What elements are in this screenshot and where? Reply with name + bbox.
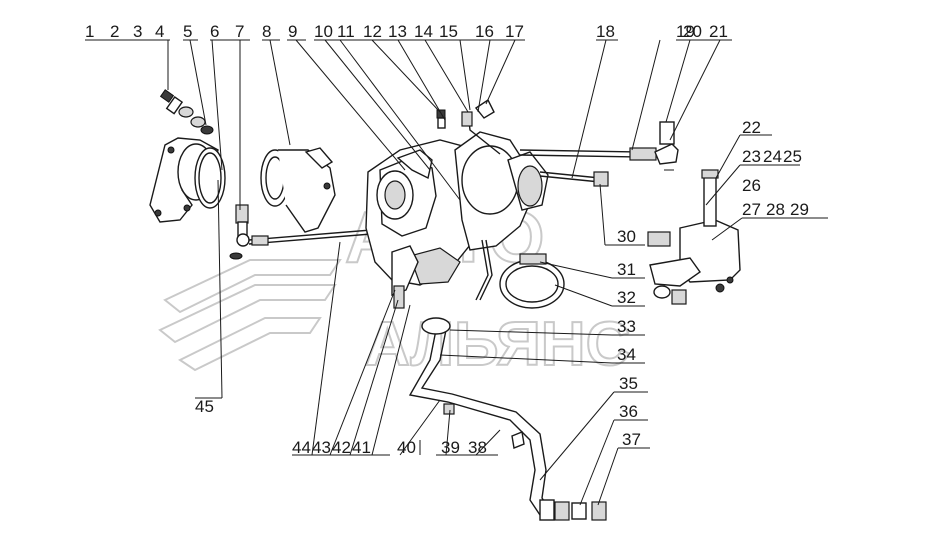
callout-37: 37 — [622, 430, 641, 449]
callout-33: 33 — [617, 317, 636, 336]
callout-44: 44 — [292, 438, 311, 457]
stud-nut — [229, 204, 249, 260]
callout-9: 9 — [288, 22, 297, 41]
callout-43: 43 — [312, 438, 331, 457]
callout-13: 13 — [388, 22, 407, 41]
callout-17: 17 — [505, 22, 524, 41]
callout-20: 20 — [683, 22, 702, 41]
gasket-ring — [194, 147, 226, 209]
callout-16: 16 — [475, 22, 494, 41]
callout-40: 40 — [397, 438, 416, 457]
turbine-housing — [365, 139, 486, 286]
callout-31: 31 — [617, 260, 636, 279]
callout-14: 14 — [414, 22, 433, 41]
callout-41: 41 — [352, 438, 371, 457]
callout-3: 3 — [133, 22, 142, 41]
callout-28: 28 — [766, 200, 785, 219]
watermark-logo-stripes — [158, 259, 342, 372]
oil-return-fitting — [391, 239, 493, 309]
parts — [149, 89, 741, 521]
callout-7: 7 — [235, 22, 244, 41]
callout-34: 34 — [617, 345, 636, 364]
exhaust-elbow — [260, 147, 336, 233]
callout-24: 24 — [763, 147, 782, 166]
callout-36: 36 — [619, 402, 638, 421]
callout-4: 4 — [155, 22, 164, 41]
callout-35: 35 — [619, 374, 638, 393]
callout-29: 29 — [790, 200, 809, 219]
watermark-line2: АЛЬЯНС — [365, 310, 630, 379]
callout-21: 21 — [709, 22, 728, 41]
callout-25: 25 — [783, 147, 802, 166]
callout-5: 5 — [183, 22, 192, 41]
leader-lines — [85, 39, 828, 506]
callout-42: 42 — [332, 438, 351, 457]
callout-22: 22 — [742, 118, 761, 137]
callout-6: 6 — [210, 22, 219, 41]
bolt-washer-stack — [159, 89, 214, 135]
callout-11: 11 — [337, 22, 355, 41]
callout-18: 18 — [596, 22, 615, 41]
callout-30: 30 — [617, 227, 636, 246]
callout-19: 19 — [676, 22, 695, 41]
callout-2: 2 — [110, 22, 119, 41]
hose-fittings — [539, 499, 607, 521]
callout-10: 10 — [314, 22, 333, 41]
callout-1: 1 — [85, 22, 94, 41]
compressor-housing — [436, 98, 549, 251]
callout-15: 15 — [439, 22, 458, 41]
oil-drain-pipe — [408, 317, 607, 521]
actuator-rod — [519, 121, 679, 187]
callout-32: 32 — [617, 288, 636, 307]
callout-23: 23 — [742, 147, 761, 166]
callout-26: 26 — [742, 176, 761, 195]
pipe-clamp — [499, 253, 565, 309]
callout-38: 38 — [468, 438, 487, 457]
callout-45: 45 — [195, 397, 214, 416]
callout-8: 8 — [262, 22, 271, 41]
callout-39: 39 — [441, 438, 460, 457]
callout-labels: 1 2 3 4 5 6 7 8 9 10 11 12 13 14 15 16 1… — [85, 22, 809, 457]
sensor-bracket — [647, 169, 741, 305]
callout-12: 12 — [363, 22, 382, 41]
callout-27: 27 — [742, 200, 761, 219]
